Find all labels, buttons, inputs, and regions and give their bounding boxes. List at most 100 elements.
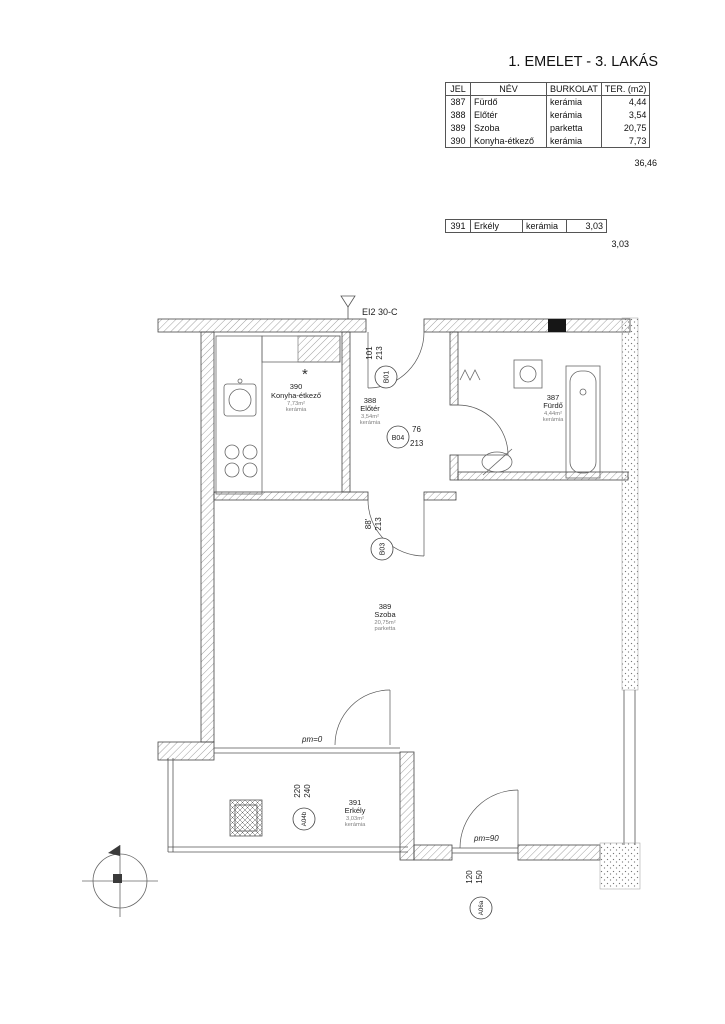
room-label-furdo: 387 Fürdő 4,44m² kerámia: [543, 393, 564, 423]
room-name: Erkély: [345, 806, 366, 815]
room-number: 391: [349, 798, 362, 807]
compass-center: [113, 874, 122, 883]
washing-machine-door: [519, 365, 537, 383]
wall-hall-room-left: [213, 491, 369, 501]
kitchen-fridge: [297, 335, 341, 363]
room-label-eloter: 388 Előtér 3,54m² kerámia: [360, 396, 381, 426]
door-width: 88': [364, 518, 373, 529]
wall-top-right: [423, 318, 631, 333]
cell-ter: 20,75: [600, 121, 651, 135]
room-name: Szoba: [374, 610, 396, 619]
facade-insulation-upper: [621, 317, 639, 691]
level-triangle-icon: [340, 295, 356, 308]
sink-bowl: [228, 388, 252, 412]
entrance-door-rating: EI2 30-C: [362, 307, 398, 317]
door-height: 240: [303, 784, 312, 798]
compass-north-flag: [108, 845, 120, 856]
tag-circle: [374, 365, 398, 389]
door-tag-b01: 101 213 B01: [365, 346, 398, 389]
cell-nev: Fürdő: [470, 95, 547, 109]
cell-ter: 7,73: [600, 134, 651, 148]
tag-label: A06a: [478, 900, 485, 915]
entrance-door-swing: [367, 331, 425, 389]
tag-circle: [292, 807, 316, 831]
room-label-erkely: 391 Erkély 3,03m² kerámia: [345, 798, 367, 828]
door-tag-a06a: 120 150 A06a: [465, 870, 493, 920]
tag-label: A04b: [301, 811, 308, 826]
cell-burkolat: kerámia: [546, 95, 602, 109]
interior-walls: [213, 331, 629, 501]
room-number: 389: [379, 602, 392, 611]
door-width: 120: [465, 870, 474, 884]
table-row: 391 Erkély kerámia 3,03: [445, 219, 607, 233]
room-label-konyha: 390 Konyha-étkező 7,73m² kerámia: [271, 382, 321, 413]
door-height: 150: [475, 870, 484, 884]
room-number: 390: [290, 382, 303, 391]
washing-machine: [513, 359, 543, 389]
kitchen-sink: [223, 383, 257, 417]
washbasin: [481, 451, 513, 473]
header-cell-nev: NÉV: [470, 82, 547, 96]
wall-top-left: [157, 318, 367, 333]
room-number: 388: [364, 396, 377, 405]
room-number: 387: [547, 393, 560, 402]
room-material: kerámia: [543, 417, 564, 423]
tag-circle: [370, 537, 394, 561]
cell-nev: Előtér: [470, 108, 547, 122]
wall-bath-bottom: [457, 471, 629, 481]
tag-label: B01: [384, 371, 391, 384]
door-tag-a04b: 220 240 A04b: [292, 784, 316, 831]
header-cell-burkolat: BURKOLAT: [546, 82, 602, 96]
door-width: 76: [412, 425, 421, 434]
area-table: JEL NÉV BURKOLAT TER. (m2) 387 Fürdő ker…: [445, 82, 651, 148]
door-tag-b03: 88' 213 B03: [364, 517, 394, 561]
bath-door-swing: [457, 404, 509, 456]
room-label-szoba: 389 Szoba 20,75m² parketta: [374, 602, 396, 632]
glazing: [214, 747, 518, 854]
entrance-label: EI2 30-C: [340, 295, 398, 319]
room-area: 3,54m²: [361, 414, 379, 420]
room-area: 3,03m²: [346, 816, 364, 822]
cell-burkolat: kerámia: [546, 134, 602, 148]
tag-label: B03: [380, 543, 387, 556]
wall-left: [200, 331, 215, 743]
wall-balcony-left: [157, 741, 215, 761]
wall-bottom-right: [517, 844, 601, 861]
terrace-door-swing: [459, 789, 519, 849]
balcony-table: 391 Erkély kerámia 3,03: [445, 219, 607, 233]
header-cell-ter: TER. (m2): [600, 82, 651, 96]
wall-pier: [548, 319, 566, 332]
room-area: 4,44m²: [544, 411, 562, 417]
ventilation-symbol: [459, 369, 481, 381]
planter: [229, 799, 263, 837]
door-height: 213: [410, 439, 424, 448]
tag-label: B04: [392, 435, 405, 442]
kitchen-counter: [215, 335, 263, 495]
snowflake-icon: *: [302, 366, 308, 383]
north-compass: [82, 845, 158, 917]
sink-tap: [237, 378, 243, 384]
insulated-facade: [599, 317, 641, 890]
cell-ter: 3,03: [566, 219, 607, 233]
cell-burkolat: parketta: [546, 121, 602, 135]
bathtub-inner: [569, 370, 597, 474]
cell-nev: Konyha-étkező: [470, 134, 547, 148]
cell-ter: 4,44: [600, 95, 651, 109]
bathtub-drain: [579, 388, 587, 396]
wall-balcony-right: [399, 751, 415, 861]
planter-inner: [234, 804, 258, 832]
balcony-door-swing: [334, 689, 391, 746]
room-name: Fürdő: [543, 401, 563, 410]
tag-circle: [386, 425, 410, 449]
door-height: 213: [374, 517, 383, 531]
table-row: 390 Konyha-étkező kerámia 7,73: [445, 134, 651, 148]
door-tag-b04: B04 76 213: [386, 425, 424, 449]
room-material: kerámia: [345, 822, 366, 828]
room-name: Konyha-étkező: [271, 391, 321, 400]
bathroom-fixtures: [459, 359, 601, 479]
balcony-railing: [167, 758, 408, 853]
room-area: 20,75m²: [374, 620, 395, 626]
page-title: 1. EMELET - 3. LAKÁS: [508, 54, 658, 70]
wall-bath-lower: [449, 454, 459, 481]
